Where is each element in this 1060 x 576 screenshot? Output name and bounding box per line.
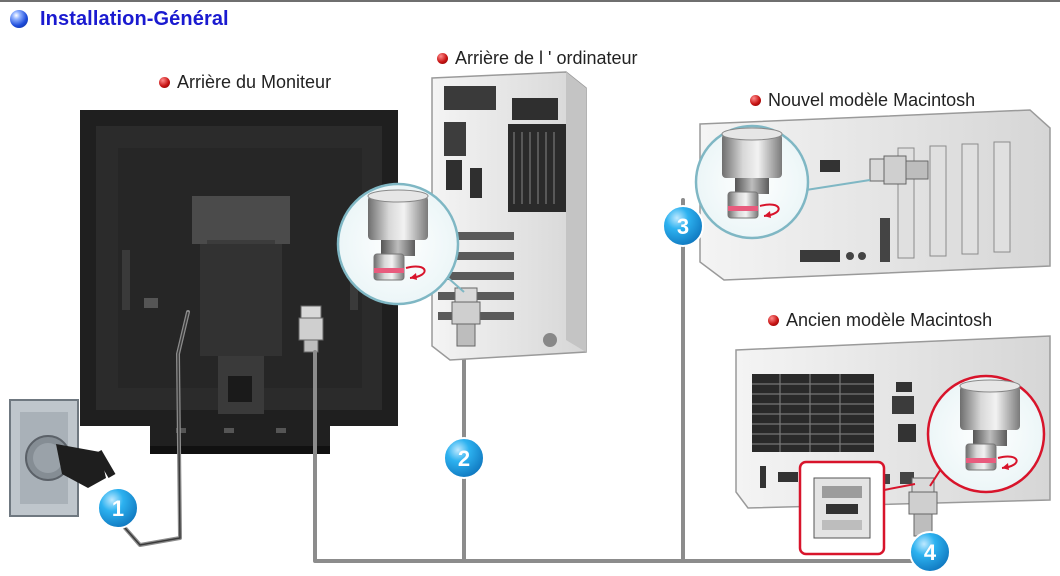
title-bullet-icon xyxy=(10,10,28,28)
red-dot-icon xyxy=(437,53,448,64)
mac-adapter-icon xyxy=(798,460,916,556)
red-dot-icon xyxy=(159,77,170,88)
step-badge-1: 1 xyxy=(97,487,139,529)
label-old-mac: Ancien modèle Macintosh xyxy=(768,310,992,331)
vga-connector-icon xyxy=(298,305,324,353)
svg-text:3: 3 xyxy=(677,214,689,239)
red-dot-icon xyxy=(768,315,779,326)
screw-tighten-zoom-icon xyxy=(926,374,1046,494)
top-divider xyxy=(0,0,1060,2)
label-new-mac: Nouvel modèle Macintosh xyxy=(750,90,975,111)
svg-text:2: 2 xyxy=(458,446,470,471)
svg-text:1: 1 xyxy=(112,496,124,521)
screw-tighten-zoom-icon xyxy=(694,124,810,240)
page-title: Installation-Général xyxy=(40,7,229,30)
computer-tower-illustration xyxy=(431,71,587,361)
label-monitor-back: Arrière du Moniteur xyxy=(159,72,331,93)
step-badge-4: 4 xyxy=(909,531,951,573)
step-badge-3: 3 xyxy=(662,205,704,247)
power-socket-icon xyxy=(9,399,116,517)
red-dot-icon xyxy=(750,95,761,106)
screw-tighten-zoom-icon xyxy=(336,182,460,306)
svg-text:4: 4 xyxy=(924,540,937,565)
section-header: Installation-Général xyxy=(10,6,229,32)
step-badge-2: 2 xyxy=(443,437,485,479)
monitor-back-illustration xyxy=(80,110,398,454)
label-computer-back: Arrière de l ' ordinateur xyxy=(437,48,638,69)
